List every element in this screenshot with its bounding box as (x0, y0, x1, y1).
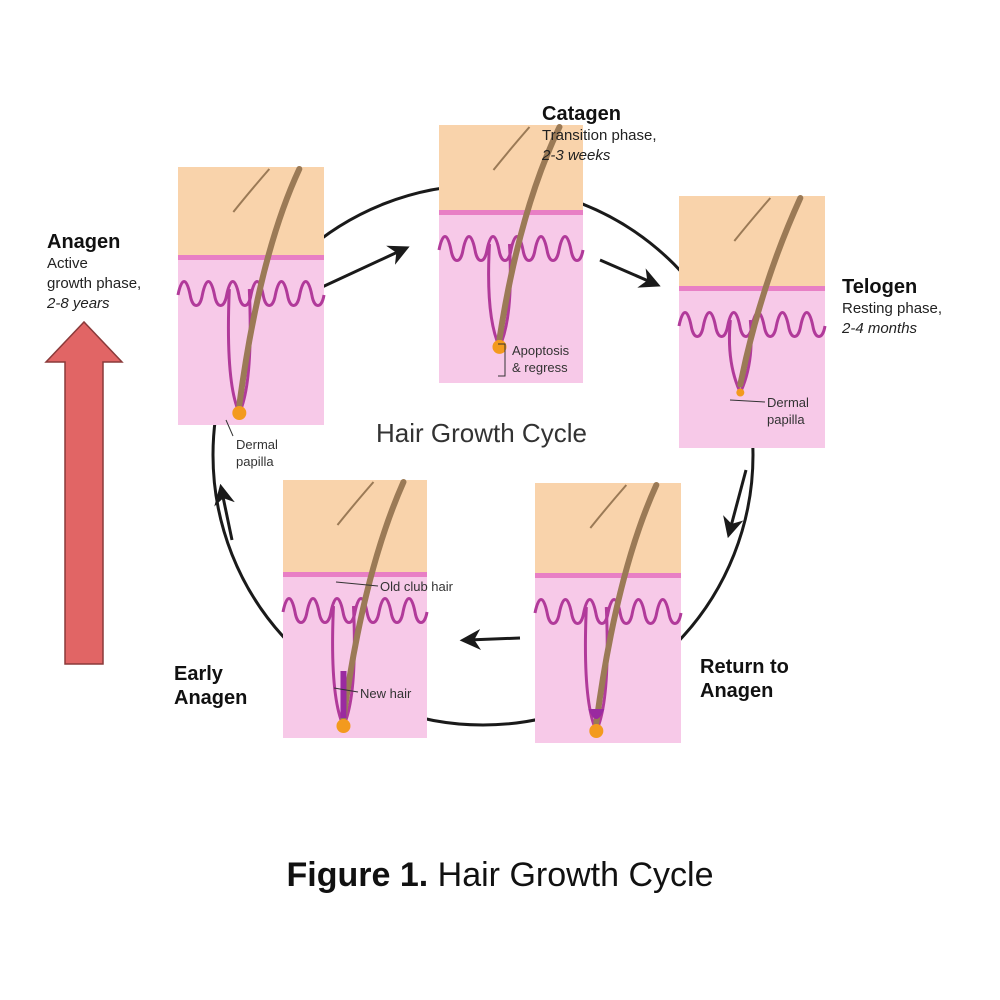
panel-early-anagen-papilla (336, 719, 351, 733)
panel-telogen-hair-shaft (737, 195, 804, 388)
panel-catagen-hair-shaft (496, 124, 563, 342)
stage-telogen-title: Telogen (842, 276, 918, 298)
panel-early-anagen-hair-shaft (340, 479, 407, 721)
panel-return-anagen-hair-line (589, 484, 628, 529)
stage-return-anagen-line1: Return to (700, 656, 789, 678)
up-arrow-icon (44, 320, 124, 665)
panel-anagen (176, 166, 326, 425)
stage-anagen-line1: Active (47, 255, 88, 272)
panel-anagen-papilla (232, 406, 247, 420)
panel-early-anagen-hair-line (336, 481, 375, 526)
stage-anagen-duration: 2-8 years (47, 295, 110, 312)
panel-telogen-epidermis (679, 196, 825, 286)
panel-anagen-epidermis (178, 167, 324, 255)
cycle-arrow-4 (459, 629, 521, 651)
label-old-club-hair: Old club hair (380, 579, 453, 594)
stage-early-anagen: Early Anagen (174, 662, 294, 710)
panel-anagen-hair-line (232, 168, 271, 213)
panel-catagen-papilla (492, 339, 507, 354)
panel-anagen-stratum (178, 255, 324, 260)
panel-anagen-hair-shaft (236, 166, 303, 408)
panel-telogen-hair-line (733, 197, 772, 242)
panel-return-anagen-stratum (535, 573, 681, 578)
figure-caption-text: Hair Growth Cycle (437, 856, 714, 894)
label-apoptosis-regress: Apoptosis & regress (512, 343, 570, 375)
label-telogen-dermal-papilla: Dermal papilla (767, 395, 809, 427)
panel-catagen-stratum (439, 210, 583, 215)
diagram-title: Hair Growth Cycle (376, 418, 587, 448)
panel-catagen-epidermis (439, 125, 583, 210)
panel-telogen-papilla (736, 388, 745, 397)
label-anagen-dermal-papilla: Dermal papilla (236, 437, 278, 469)
label-new-hair: New hair (360, 686, 412, 701)
stage-catagen-title: Catagen (542, 103, 621, 125)
panel-catagen-hair-line (492, 126, 531, 171)
panel-return-anagen (533, 482, 683, 743)
stage-return-anagen: Return to Anagen (700, 655, 850, 703)
panel-telogen (677, 195, 827, 448)
stage-return-anagen-line2: Anagen (700, 680, 774, 702)
stage-catagen-duration: 2-3 weeks (542, 147, 611, 164)
cycle-arrow-3 (723, 469, 748, 539)
panel-early-anagen (281, 479, 429, 738)
cycle-arrow-5 (214, 483, 235, 541)
figure-caption-label: Figure 1. (286, 856, 429, 894)
panel-early-anagen-stratum (283, 572, 427, 577)
cycle-arrow-1 (319, 245, 410, 290)
panel-return-anagen-papilla (589, 724, 604, 738)
panel-telogen-stratum (679, 286, 825, 291)
panel-return-anagen-bulb (588, 709, 605, 719)
stage-anagen-title: Anagen (47, 231, 121, 253)
panel-telogen-dermis (679, 286, 825, 448)
cycle-arrow-2 (599, 258, 661, 288)
panel-return-anagen-hair-shaft (593, 482, 660, 726)
stage-early-anagen-line1: Early (174, 663, 223, 685)
stage-telogen-line1: Resting phase, (842, 300, 943, 317)
stage-anagen: Anagen Active growth phase, 2-8 years (47, 230, 177, 314)
stage-anagen-line2: growth phase, (47, 275, 142, 292)
stage-early-anagen-line2: Anagen (174, 687, 248, 709)
skin-panels (176, 124, 827, 743)
figure-caption: Figure 1. Hair Growth Cycle (0, 856, 1000, 895)
stage-catagen-line1: Transition phase, (542, 127, 657, 144)
panel-return-anagen-epidermis (535, 483, 681, 573)
panel-catagen (437, 124, 585, 383)
label-pointers (225, 343, 766, 693)
stage-telogen-duration: 2-4 months (842, 320, 918, 337)
stage-telogen: Telogen Resting phase, 2-4 months (842, 275, 992, 339)
stage-catagen: Catagen Transition phase, 2-3 weeks (542, 102, 702, 166)
panel-early-anagen-epidermis (283, 480, 427, 572)
